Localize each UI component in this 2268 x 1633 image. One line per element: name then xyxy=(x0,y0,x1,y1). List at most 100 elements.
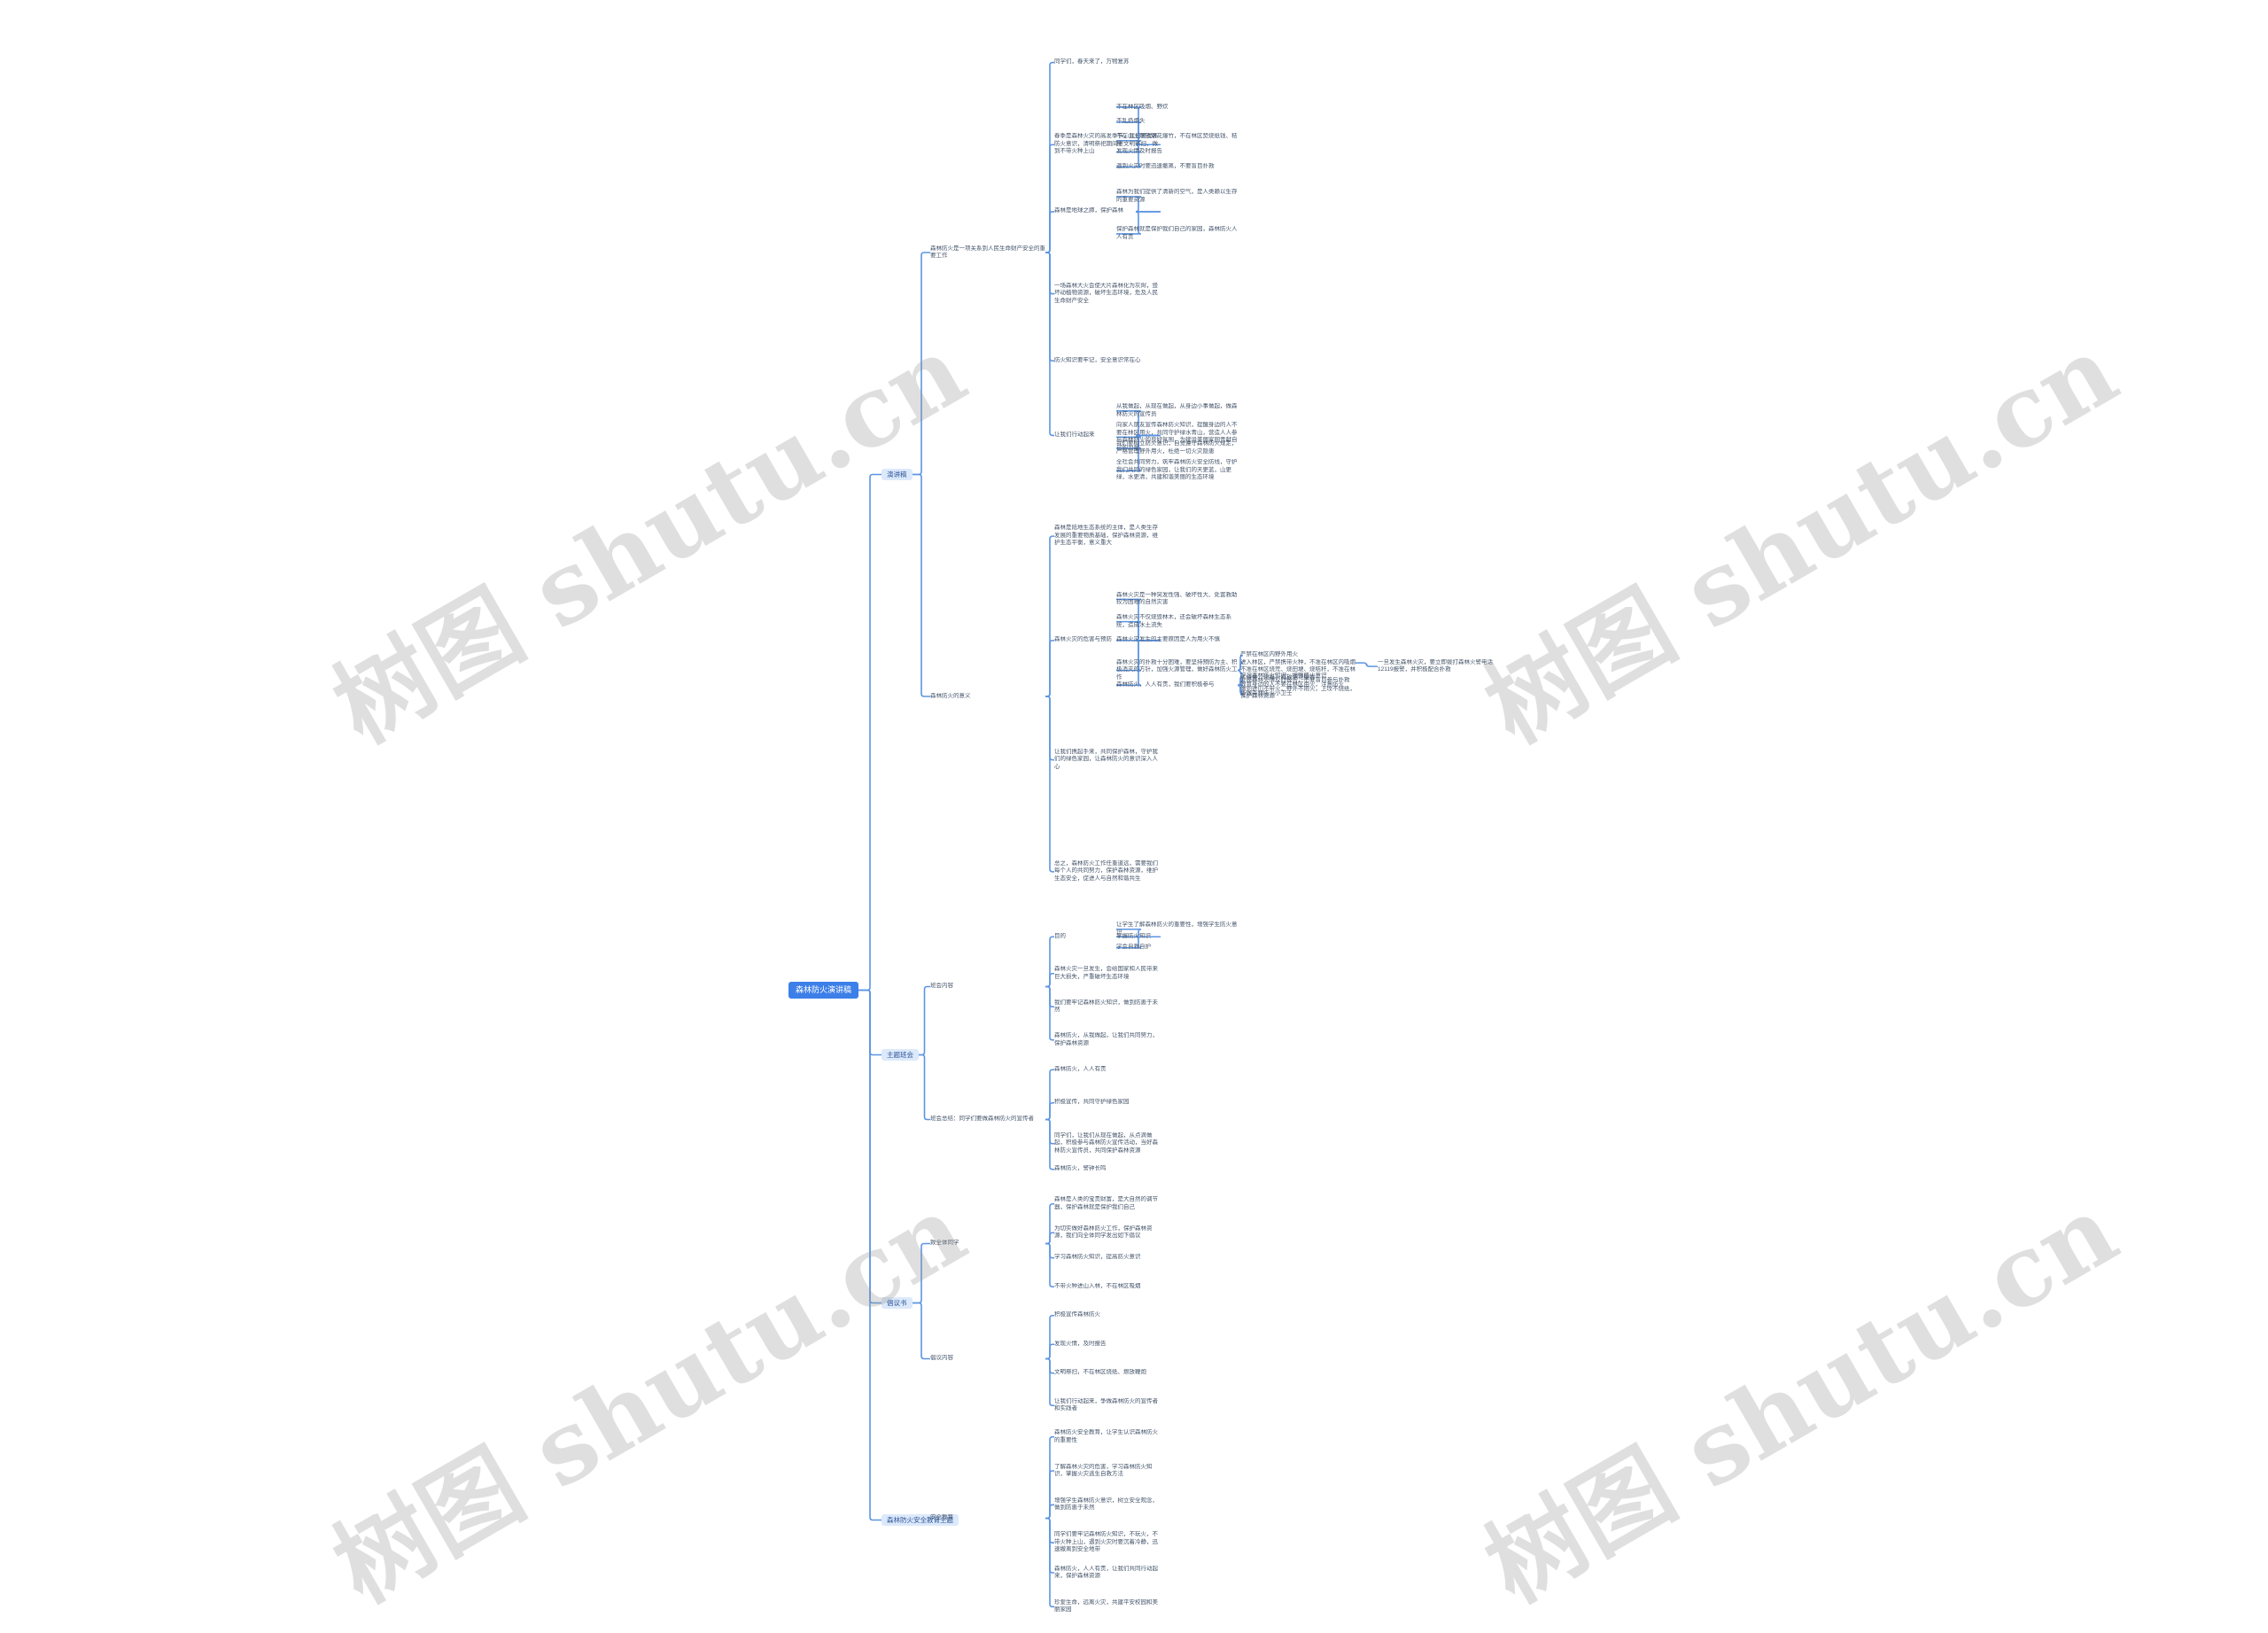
branch-node[interactable]: 森林防火安全教育主题 xyxy=(882,1514,959,1526)
subitem-node[interactable]: 发现火情及时报告 xyxy=(1116,148,1162,155)
connector-line xyxy=(858,473,882,991)
item-node[interactable]: 森林防火安全教育，让学生认识森林防火的重要性 xyxy=(1054,1429,1158,1443)
subitem-node[interactable]: 不在山上燃放烟花爆竹，不在林区焚烧纸钱、秸秆 xyxy=(1116,133,1238,147)
connector-line xyxy=(913,1242,930,1304)
connector-line xyxy=(1116,936,1161,949)
connector-line xyxy=(1045,211,1054,253)
root-node[interactable]: 森林防火演讲稿 xyxy=(788,982,859,999)
connector-line xyxy=(1045,1343,1054,1360)
connector-line xyxy=(858,989,882,1521)
item-node[interactable]: 同学们要牢记森林防火知识，不玩火，不带火种上山，遇到火灾时要沉着冷静，迅速撤离到… xyxy=(1054,1531,1158,1553)
group-node[interactable]: 班会内容 xyxy=(930,983,953,989)
group-node[interactable]: 班会总结：同学们要做森林防火的宣传者 xyxy=(930,1116,1034,1122)
item-node[interactable]: 森林防火，警钟长鸣 xyxy=(1054,1165,1107,1172)
connector-line xyxy=(1045,972,1054,988)
group-node[interactable]: 安全教育 xyxy=(930,1514,953,1520)
subitem-node[interactable]: 不在林区吸烟、野炊 xyxy=(1116,103,1169,110)
item-node[interactable]: 为切实做好森林防火工作，保护森林资源，我们向全体同学发出如下倡议 xyxy=(1054,1225,1153,1240)
item-node[interactable]: 春季是森林火灾的高发季节，我们要提高防火意识，清明祭祀期间要文明祭扫，做到不带火… xyxy=(1054,133,1158,155)
item-node[interactable]: 同学们，让我们从现在做起，从点滴做起，积极参与森林防火宣传活动，当好森林防火宣传… xyxy=(1054,1131,1158,1154)
item-node[interactable]: 珍爱生命，远离火灾，共建平安校园和美丽家园 xyxy=(1054,1598,1158,1614)
branch-node[interactable]: 演讲稿 xyxy=(882,469,913,480)
subitem-node[interactable]: 森林为我们提供了清新的空气，是人类赖以生存的重要资源 xyxy=(1116,189,1238,203)
connector-line xyxy=(1045,985,1054,1041)
item-node[interactable]: 了解森林火灾的危害，学习森林防火知识，掌握火灾逃生自救方法 xyxy=(1054,1463,1153,1478)
connector-line xyxy=(1045,1242,1054,1288)
item-node[interactable]: 增强学生森林防火意识，树立安全观念，做到防患于未然 xyxy=(1054,1497,1158,1512)
group-node[interactable]: 森林防火是一项关系到人民生命财产安全的重要工作 xyxy=(930,245,1045,260)
subitem-node[interactable]: 不乱扔烟头 xyxy=(1116,118,1146,125)
connector-line xyxy=(1045,1357,1054,1407)
subitem-node[interactable]: 保护森林就是保护我们自己的家园，森林防火人人有责 xyxy=(1116,226,1238,240)
detail-node[interactable]: 学习森林防火知识，增强防火意识 xyxy=(1240,672,1327,679)
subitem-node[interactable]: 向家人朋友宣传森林防火知识，提醒身边的人不要在林区用火，共同守护绿水青山，营造人… xyxy=(1116,422,1238,451)
subitem-node[interactable]: 掌握防火知识 xyxy=(1116,932,1151,939)
connector-line xyxy=(1237,669,1244,675)
item-node[interactable]: 学习森林防火知识，提高防火意识 xyxy=(1054,1254,1141,1261)
connector-line xyxy=(1045,640,1054,697)
connector-line xyxy=(1045,252,1054,437)
item-node[interactable]: 发现火情，及时报告 xyxy=(1054,1340,1107,1347)
connector-line xyxy=(1045,696,1054,873)
item-node[interactable]: 森林火灾的危害与预防 xyxy=(1054,636,1112,643)
subitem-node[interactable]: 全社会共同努力，筑牢森林防火安全防线，守护我们共同的绿色家园，让我们的天更蓝，山… xyxy=(1116,459,1238,481)
subitem-node[interactable]: 森林防火，人人有责，我们要积极参与 xyxy=(1116,680,1215,688)
connector-line xyxy=(1045,1517,1054,1608)
item-node[interactable]: 森林是陆地生态系统的主体，是人类生存发展的重要物质基础，保护森林资源，维护生态平… xyxy=(1054,525,1158,547)
connector-line xyxy=(1045,1118,1054,1170)
connector-line xyxy=(1045,1232,1054,1245)
subitem-node[interactable]: 遇到火灾时要迅速撤离，不要盲目扑救 xyxy=(1116,162,1215,169)
connector-line xyxy=(1237,684,1244,696)
group-node[interactable]: 致全体同学 xyxy=(930,1240,959,1246)
group-node[interactable]: 倡议内容 xyxy=(930,1355,953,1361)
subitem-node[interactable]: 森林火灾是一种突发性强、破坏性大、处置救助较为困难的自然灾害 xyxy=(1116,591,1238,606)
detail-node[interactable]: 进入林区，严禁携带火种，不准在林区内吸烟 xyxy=(1240,658,1355,665)
subitem-node[interactable]: 森林火灾不仅烧毁林木，还会破坏森林生态系统，造成水土流失 xyxy=(1116,614,1231,628)
connector-line xyxy=(1116,144,1161,168)
item-node[interactable]: 一场森林大火会使大片森林化为灰烬，毁坏动植物资源，破坏生态环境，危及人民生命财产… xyxy=(1054,282,1158,304)
subitem-node[interactable]: 让学生了解森林防火的重要性，增强学生防火意识 xyxy=(1116,921,1238,936)
item-node[interactable]: 积极宣传森林防火 xyxy=(1054,1311,1100,1318)
connector-line xyxy=(1116,211,1161,235)
subitem-node[interactable]: 从我做起，从现在做起，从身边小事做起，做森林防火的宣传员 xyxy=(1116,403,1238,417)
detail-node[interactable]: 发现森林火情及时报告，不要盲目参与扑救 xyxy=(1240,676,1350,683)
subitem-node[interactable]: 森林火灾的扑救十分困难，要坚持预防为主、积极消灭的方针，加强火源管理，做好森林防… xyxy=(1116,658,1238,680)
detail-node[interactable]: 教育身边的人不要在林区用火，注意防火 xyxy=(1240,680,1344,688)
detail-node[interactable]: 做到进山不带火，野外不用火，上坟不烧纸，保护森林资源 xyxy=(1240,685,1355,700)
subitem-node[interactable]: 我们要树立防火意识，自觉遵守森林防火规定，严格管理野外用火，杜绝一切火灾隐患 xyxy=(1116,440,1238,455)
detail-note-node[interactable]: 一旦发生森林火灾，要立即拨打森林火警电话12119报警，并积极配合扑救 xyxy=(1378,658,1493,673)
item-node[interactable]: 让我们携起手来，共同保护森林，守护我们的绿色家园，让森林防火的意识深入人心 xyxy=(1054,748,1158,770)
subitem-node[interactable]: 森林火灾发生的主要原因是人为用火不慎 xyxy=(1116,636,1220,643)
detail-node[interactable]: 不准在林区烧荒、烧田埂、烧秸秆，不准在林区烧香、烧纸、燃放烟花爆竹 xyxy=(1240,666,1355,680)
detail-node[interactable]: 严禁在林区内野外用火 xyxy=(1240,651,1298,658)
connector-line xyxy=(1355,662,1378,667)
item-node[interactable]: 森林防火，人人有责 xyxy=(1054,1065,1107,1072)
item-node[interactable]: 森林防火，人人有责，让我们共同行动起来，保护森林资源 xyxy=(1054,1565,1158,1580)
item-node[interactable]: 文明祭扫，不在林区烧纸、燃放鞭炮 xyxy=(1054,1369,1146,1376)
item-node[interactable]: 防火知识要牢记，安全意识常在心 xyxy=(1054,356,1141,363)
connector-line xyxy=(919,985,930,1056)
branch-node[interactable]: 主题班会 xyxy=(882,1049,919,1061)
item-node[interactable]: 我们要牢记森林防火知识，做到防患于未然 xyxy=(1054,999,1158,1014)
connector-line xyxy=(1045,1101,1054,1121)
item-node[interactable]: 目的 xyxy=(1054,932,1066,939)
item-node[interactable]: 让我们行动起来 xyxy=(1054,431,1095,438)
item-node[interactable]: 不带火种进山入林，不在林区吸烟 xyxy=(1054,1282,1141,1289)
connector-line xyxy=(913,252,930,476)
item-node[interactable]: 让我们行动起来，争做森林防火的宣传者和实践者 xyxy=(1054,1397,1158,1412)
item-node[interactable]: 森林是人类的宝贵财富，是大自然的调节器，保护森林就是保护我们自己 xyxy=(1054,1196,1158,1210)
item-node[interactable]: 森林防火，从我做起，让我们共同努力，保护森林资源 xyxy=(1054,1032,1158,1046)
item-node[interactable]: 总之，森林防火工作任重道远，需要我们每个人的共同努力，保护森林资源，维护生态安全… xyxy=(1054,859,1158,882)
group-node[interactable]: 森林防火的意义 xyxy=(930,692,971,699)
connector-line xyxy=(913,1302,930,1360)
subitem-node[interactable]: 学会自救自护 xyxy=(1116,944,1151,951)
item-node[interactable]: 积极宣传，共同守护绿色家园 xyxy=(1054,1099,1130,1106)
branch-node[interactable]: 倡议书 xyxy=(882,1297,913,1309)
item-node[interactable]: 森林是地球之肺，保护森林 xyxy=(1054,207,1123,214)
item-node[interactable]: 同学们，春天来了，万物复苏 xyxy=(1054,58,1130,66)
detail-node[interactable]: 争做森林防火小卫士 xyxy=(1240,689,1293,696)
item-node[interactable]: 森林火灾一旦发生，会给国家和人民带来巨大损失，严重破坏生态环境 xyxy=(1054,966,1158,980)
connector-line xyxy=(1045,1504,1054,1520)
